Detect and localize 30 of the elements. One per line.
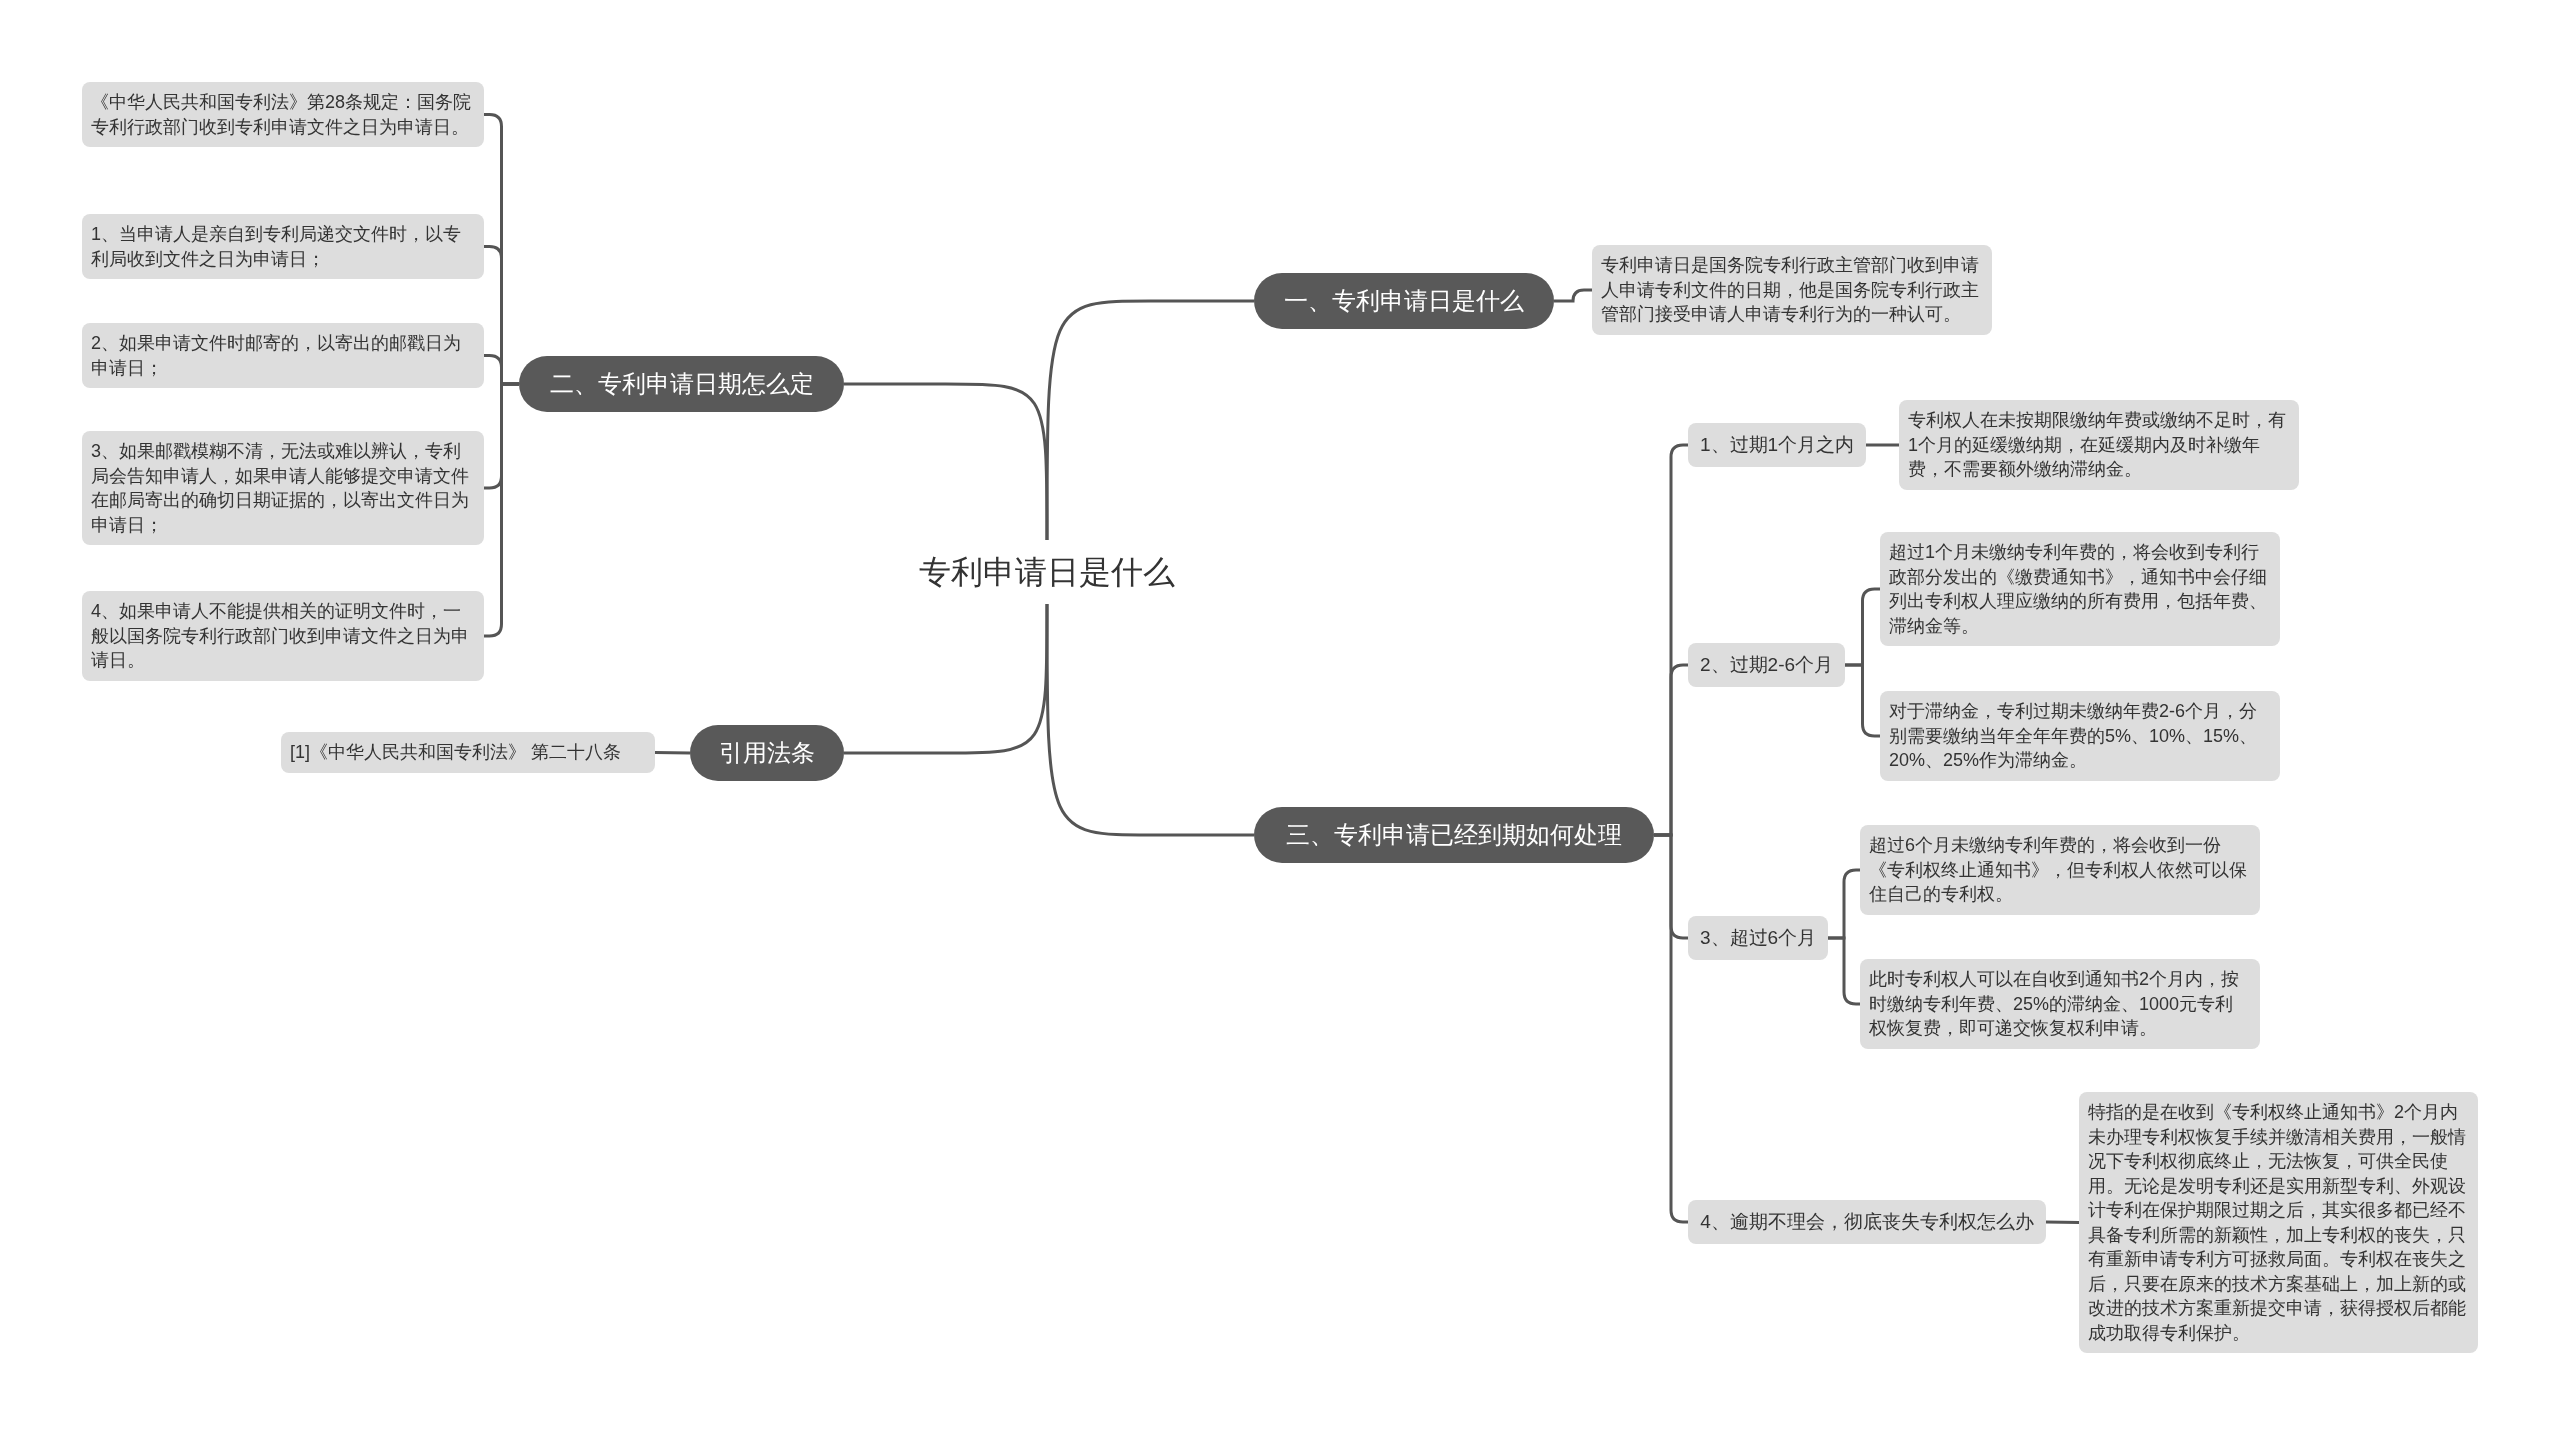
branch-topic: 一、专利申请日是什么 xyxy=(1254,273,1554,329)
central-topic: 专利申请日是什么 xyxy=(905,540,1189,604)
branch-topic: 二、专利申请日期怎么定 xyxy=(519,356,844,412)
text-card: 1、当申请人是亲自到专利局递交文件时，以专利局收到文件之日为申请日； xyxy=(82,214,484,279)
subtopic-box: 4、逾期不理会，彻底丧失专利权怎么办 xyxy=(1688,1200,2046,1244)
text-card: 超过1个月未缴纳专利年费的，将会收到专利行政部分发出的《缴费通知书》，通知书中会仔细列出专利权人理应缴纳的所有费用，包括年费、滞纳金等。 xyxy=(1880,532,2280,646)
subtopic-box: 3、超过6个月 xyxy=(1688,916,1829,960)
text-card: 特指的是在收到《专利权终止通知书》2个月内未办理专利权恢复手续并缴清相关费用，一般情况下专利权彻底终止，无法恢复，可供全民使用。无论是发明专利还是实用新型专利、外观设计专利在保护期限过期之后，其实很多都已经不具备专利所需的新颖性，加上专利权的丧失，只有重新申请专利方可拯救局面。专利权在丧失之后，只要在原来的技术方案基础上，加上新的或改进的技术方案重新提交申请，获得授权后都能成功取得专利保护。 xyxy=(2079,1092,2478,1353)
connector-line xyxy=(2045,1220,2080,1224)
text-card: 专利权人在未按期限缴纳年费或缴纳不足时，有1个月的延缓缴纳期，在延缓期内及时补缴年费，不需要额外缴纳滞纳金。 xyxy=(1899,400,2299,490)
subtopic-box: 1、过期1个月之内 xyxy=(1688,423,1867,467)
text-card: 4、如果申请人不能提供相关的证明文件时，一般以国务院专利行政部门收到申请文件之日为申请日。 xyxy=(82,591,484,681)
connector-line xyxy=(844,604,1049,755)
text-card: 3、如果邮戳模糊不清，无法或难以辨认，专利局会告知申请人，如果申请人能够提交申请文件在邮局寄出的确切日期证据的，以寄出文件日为申请日； xyxy=(82,431,484,545)
subtopic-box: 2、过期2-6个月 xyxy=(1688,643,1846,687)
text-card: 对于滞纳金，专利过期未缴纳年费2-6个月，分别需要缴纳当年全年年费的5%、10%、15%、20%、25%作为滞纳金。 xyxy=(1880,691,2280,781)
connector-line xyxy=(654,751,691,755)
branch-topic: 引用法条 xyxy=(690,725,844,781)
connector-line xyxy=(1554,288,1592,303)
text-card: 2、如果申请文件时邮寄的，以寄出的邮戳日为申请日； xyxy=(82,323,484,388)
text-card: 《中华人民共和国专利法》第28条规定：国务院专利行政部门收到专利申请文件之日为申请日。 xyxy=(82,82,484,147)
connector-line xyxy=(1866,443,1899,447)
branch-topic: 三、专利申请已经到期如何处理 xyxy=(1254,807,1654,863)
connector-line xyxy=(844,382,1049,540)
text-card: 超过6个月未缴纳专利年费的，将会收到一份《专利权终止通知书》，但专利权人依然可以保住自己的专利权。 xyxy=(1860,825,2260,915)
connector-line xyxy=(1045,604,1254,837)
text-card: 专利申请日是国务院专利行政主管部门收到申请人申请专利文件的日期，他是国务院专利行政主管部门接受申请人申请专利行为的一种认可。 xyxy=(1592,245,1992,335)
text-card: 此时专利权人可以在自收到通知书2个月内，按时缴纳专利年费、25%的滞纳金、1000元专利权恢复费，即可递交恢复权利申请。 xyxy=(1860,959,2260,1049)
citation-card: [1]《中华人民共和国专利法》 第二十八条 xyxy=(281,732,655,773)
connector-line xyxy=(1045,299,1254,540)
